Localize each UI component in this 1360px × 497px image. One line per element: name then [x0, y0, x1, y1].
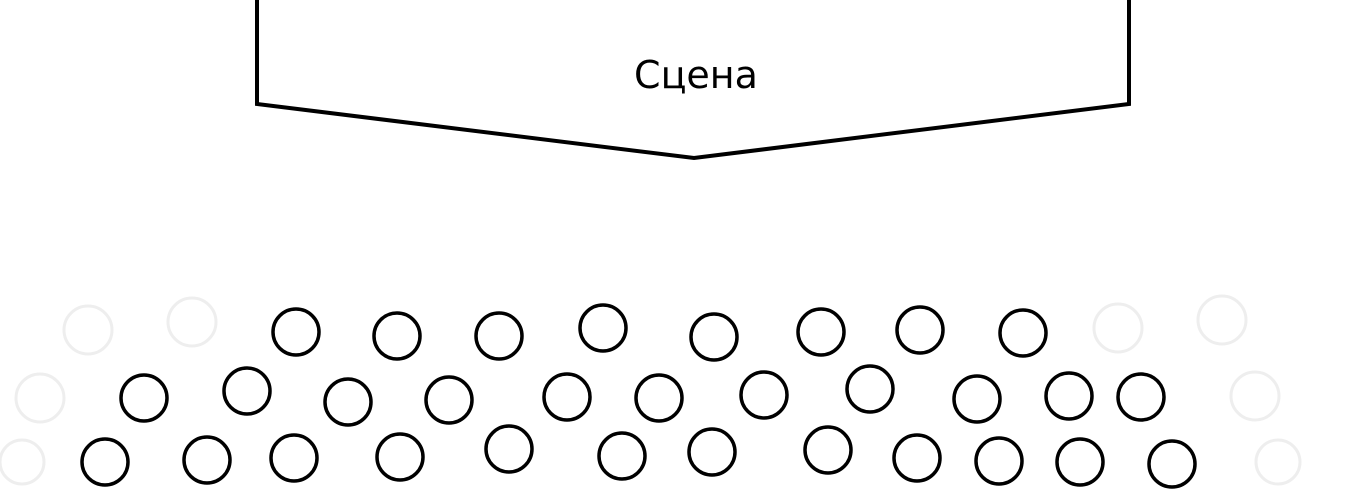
- faded-seat: [62, 304, 114, 356]
- faded-seat: [1196, 294, 1248, 346]
- seat: [634, 373, 684, 423]
- seat: [372, 311, 422, 361]
- audience-seats: [80, 303, 1197, 489]
- seat: [687, 427, 737, 477]
- faded-seat: [1092, 302, 1144, 354]
- seat: [323, 377, 373, 427]
- faded-seat: [0, 438, 46, 486]
- seat: [845, 364, 895, 414]
- seat: [578, 303, 628, 353]
- seat: [80, 437, 130, 487]
- seat: [119, 373, 169, 423]
- seat: [998, 308, 1048, 358]
- seat: [1116, 372, 1166, 422]
- seat: [796, 307, 846, 357]
- stage: Сцена: [255, 0, 1131, 161]
- seat: [269, 433, 319, 483]
- seat-row-1: [271, 303, 1048, 362]
- seat: [222, 366, 272, 416]
- seat: [1147, 439, 1197, 489]
- seat: [542, 372, 592, 422]
- seat-row-2: [119, 364, 1166, 427]
- seat: [182, 435, 232, 485]
- seat: [271, 307, 321, 357]
- seat: [424, 375, 474, 425]
- seat: [597, 431, 647, 481]
- faded-seat: [1254, 438, 1302, 486]
- seat: [375, 432, 425, 482]
- seat: [803, 425, 853, 475]
- seat: [892, 433, 942, 483]
- faded-seat: [1229, 370, 1281, 422]
- seat: [484, 424, 534, 474]
- seat: [952, 374, 1002, 424]
- stage-label: Сцена: [634, 53, 758, 97]
- seat: [739, 370, 789, 420]
- seat: [689, 312, 739, 362]
- seat-row-3: [80, 424, 1197, 489]
- faded-seat: [166, 296, 218, 348]
- stage-outline: [255, 0, 1131, 161]
- seat: [1055, 437, 1105, 487]
- seat: [1044, 371, 1094, 421]
- faded-seats: [0, 294, 1302, 486]
- seat: [974, 436, 1024, 486]
- faded-seat: [14, 372, 66, 424]
- seat: [895, 305, 945, 355]
- seat: [474, 311, 524, 361]
